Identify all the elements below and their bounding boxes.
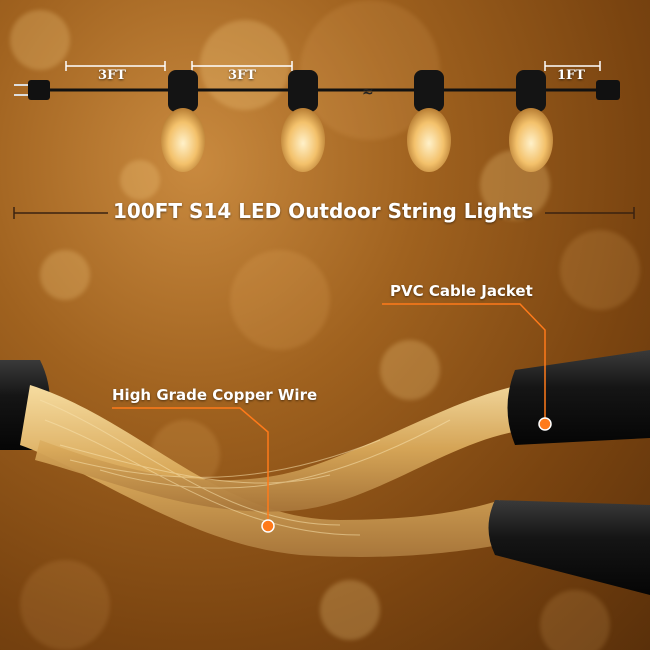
product-title: 100FT S14 LED Outdoor String Lights: [113, 199, 534, 223]
lower-cable-jacket: [488, 500, 650, 595]
spacing-label-end: 1FT: [557, 68, 585, 83]
bokeh-light: [540, 590, 610, 650]
bokeh-light: [560, 230, 640, 310]
spacing-label-second: 3FT: [228, 68, 256, 83]
pvc-jacket-callout: PVC Cable Jacket: [390, 282, 533, 300]
bokeh-light: [20, 560, 110, 650]
spacing-label-first: 3FT: [98, 68, 126, 83]
plug-icon: [28, 80, 50, 100]
copper-strand-bundle: [35, 385, 525, 512]
bulb: [407, 70, 451, 172]
copper-wire-callout: High Grade Copper Wire: [112, 386, 318, 404]
bulb: [281, 70, 325, 172]
bokeh-light: [120, 160, 160, 200]
bokeh-light: [10, 10, 70, 70]
bulb: [161, 70, 205, 172]
socket-end-icon: [596, 80, 620, 100]
bokeh-light: [380, 340, 440, 400]
callout-leaders: [112, 303, 546, 526]
bokeh-light: [200, 20, 290, 110]
bokeh-light: [320, 580, 380, 640]
length-dimension-line: [13, 207, 635, 219]
upper-cable-jacket: [507, 350, 650, 445]
cable-cross-section: [0, 350, 650, 595]
bokeh-light: [40, 250, 90, 300]
svg-text:≈: ≈: [362, 84, 374, 100]
string-light-diagram: ≈: [14, 61, 620, 172]
bulb: [509, 70, 553, 172]
jacket-callout-dot: [538, 417, 552, 431]
copper-callout-dot: [261, 519, 275, 533]
bokeh-light: [230, 250, 330, 350]
